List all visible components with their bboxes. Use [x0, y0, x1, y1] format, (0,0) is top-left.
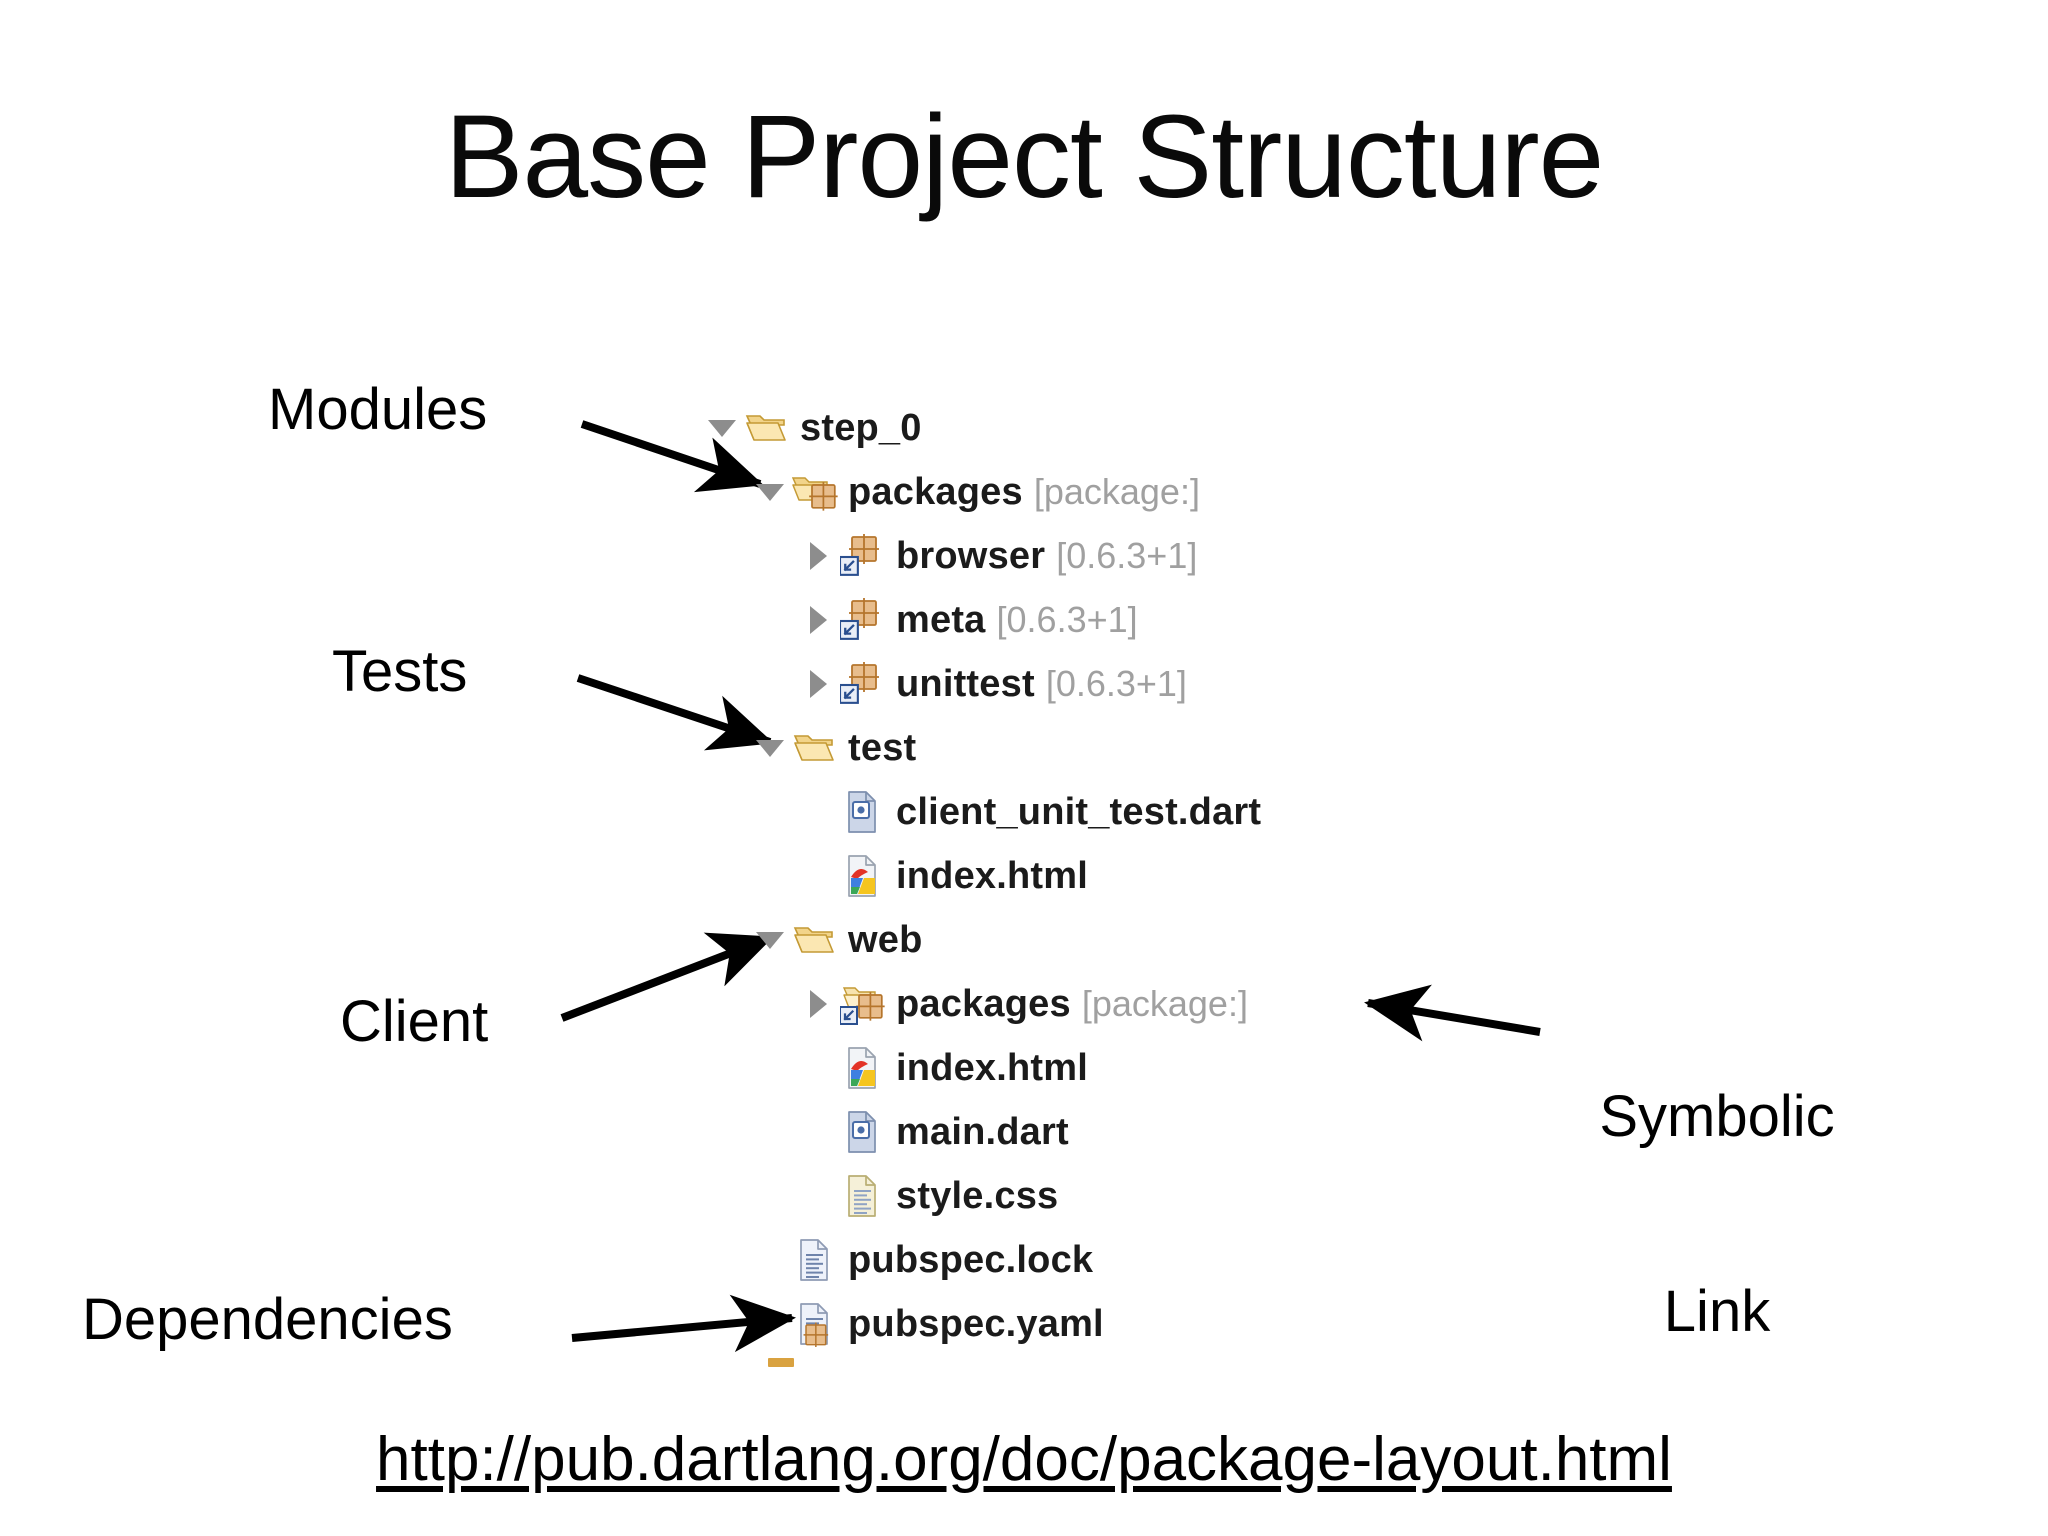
tree-spacer	[796, 780, 840, 844]
package-link-icon	[840, 533, 886, 579]
tree-row-label: index.html	[896, 854, 1089, 897]
tree-spacer	[796, 1100, 840, 1164]
chevron-right-icon[interactable]	[796, 524, 840, 588]
chevron-right-icon[interactable]	[796, 972, 840, 1036]
tree-row[interactable]: pubspec.lock	[700, 1228, 1420, 1292]
folder-open-icon	[744, 405, 790, 451]
tree-row[interactable]: web	[700, 908, 1420, 972]
tree-row[interactable]: meta[0.6.3+1]	[700, 588, 1420, 652]
chevron-down-icon[interactable]	[748, 716, 792, 780]
folder-package-link-icon	[840, 981, 886, 1027]
tree-row-label: style.css	[896, 1174, 1059, 1217]
annotation-label-dependencies: Dependencies	[82, 1287, 453, 1352]
yaml-package-file-icon	[792, 1301, 838, 1347]
tree-row[interactable]: index.html	[700, 1036, 1420, 1100]
chevron-down-icon[interactable]	[748, 908, 792, 972]
chevron-right-icon[interactable]	[796, 588, 840, 652]
tree-row[interactable]: test	[700, 716, 1420, 780]
tree-spacer	[796, 844, 840, 908]
tree-row-version: [0.6.3+1]	[996, 599, 1138, 640]
annotation-label-symbolic-link-line2: Link	[1663, 1278, 1771, 1344]
text-file-icon	[792, 1237, 838, 1283]
tree-row[interactable]: main.dart	[700, 1100, 1420, 1164]
folder-package-icon	[792, 469, 838, 515]
tree-row[interactable]: index.html	[700, 844, 1420, 908]
tree-row[interactable]: packages[package:]	[700, 460, 1420, 524]
tree-spacer	[796, 1036, 840, 1100]
tree-row[interactable]: packages[package:]	[700, 972, 1420, 1036]
page-title: Base Project Structure	[444, 91, 1605, 223]
tree-spacer	[796, 1164, 840, 1228]
tree-row-label: pubspec.lock	[848, 1238, 1094, 1281]
dart-file-icon	[840, 789, 886, 835]
folder-open-icon	[792, 725, 838, 771]
html-file-icon	[840, 853, 886, 899]
tree-row-label: web	[848, 918, 923, 961]
tree-row-label: packages	[848, 470, 1023, 513]
tree-spacer	[748, 1228, 792, 1292]
tree-row[interactable]: unittest[0.6.3+1]	[700, 652, 1420, 716]
tree-spacer	[748, 1292, 792, 1356]
chevron-down-icon[interactable]	[748, 460, 792, 524]
tree-row-label: index.html	[896, 1046, 1089, 1089]
source-url-link[interactable]: http://pub.dartlang.org/doc/package-layo…	[376, 1425, 1672, 1494]
tree-row-label: step_0	[800, 406, 922, 449]
annotation-label-client: Client	[340, 989, 489, 1054]
package-link-icon	[840, 661, 886, 707]
tree-row-version: [0.6.3+1]	[1056, 535, 1198, 576]
chevron-down-icon[interactable]	[700, 396, 744, 460]
tree-row[interactable]: step_0	[700, 396, 1420, 460]
annotation-label-tests: Tests	[332, 639, 468, 704]
annotation-label-symbolic-link-line1: Symbolic	[1599, 1083, 1835, 1149]
tree-row[interactable]: client_unit_test.dart	[700, 780, 1420, 844]
css-file-icon	[840, 1173, 886, 1219]
tree-row-label: unittest	[896, 662, 1035, 705]
tree-row-label: main.dart	[896, 1110, 1069, 1153]
chevron-right-icon[interactable]	[796, 652, 840, 716]
tree-row-version: [package:]	[1081, 983, 1248, 1024]
annotation-label-modules: Modules	[268, 377, 488, 442]
tree-row-label: browser	[896, 534, 1046, 577]
tree-row-label: packages	[896, 982, 1071, 1025]
tree-row-label: meta	[896, 598, 986, 641]
html-file-icon	[840, 1045, 886, 1091]
tree-clipped-row-fragment	[768, 1358, 794, 1367]
annotation-label-symbolic-link: Symbolic Link	[1552, 955, 1882, 1410]
tree-row[interactable]: style.css	[700, 1164, 1420, 1228]
tree-row[interactable]: pubspec.yaml	[700, 1292, 1420, 1356]
tree-row-label: pubspec.yaml	[848, 1302, 1104, 1345]
dart-file-icon	[840, 1109, 886, 1155]
package-link-icon	[840, 597, 886, 643]
folder-open-icon	[792, 917, 838, 963]
tree-row-label: client_unit_test.dart	[896, 790, 1262, 833]
tree-row-version: [package:]	[1033, 471, 1200, 512]
tree-row-label: test	[848, 726, 917, 769]
tree-row[interactable]: browser[0.6.3+1]	[700, 524, 1420, 588]
tree-row-version: [0.6.3+1]	[1045, 663, 1187, 704]
